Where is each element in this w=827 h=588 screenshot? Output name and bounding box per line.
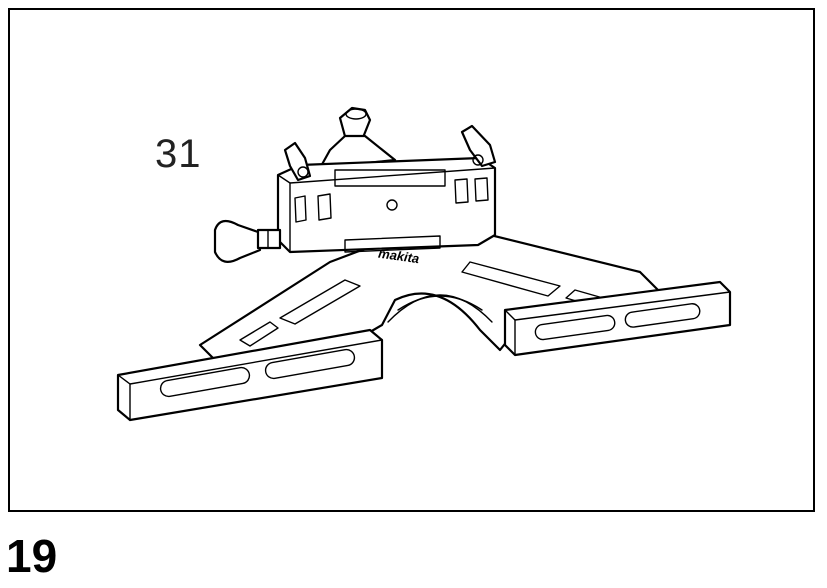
thumb-screw [213,219,282,263]
clamp-block [276,156,497,254]
wing-bolt-right [460,124,497,168]
base-plate [198,226,662,362]
brand-marking: makita [377,246,420,267]
right-foot-pad [503,280,732,357]
part-callout-label: 31 [155,132,202,176]
left-foot-pad [116,328,384,422]
figure-number: 19 [6,530,58,582]
top-stem [318,106,397,170]
wing-bolt-left [283,141,312,182]
